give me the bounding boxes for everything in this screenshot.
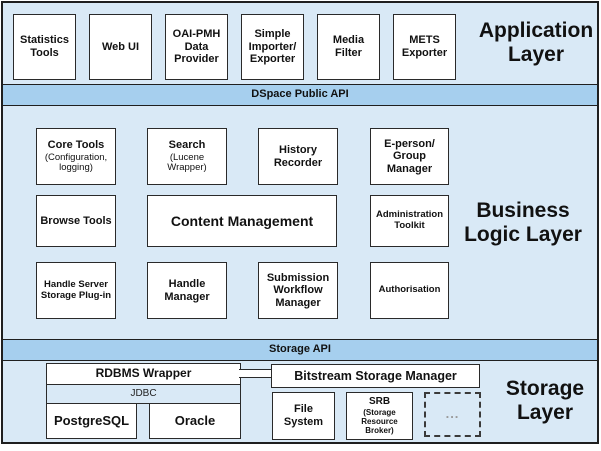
label-line: Application (478, 19, 594, 42)
label-line: Layer (516, 400, 574, 424)
box-label: Oracle (174, 412, 216, 428)
box-oai-pmh-data-provider: OAI-PMH Data Provider (165, 14, 228, 80)
box-eperson-group-manager: E-person/ Group Manager (370, 128, 449, 185)
box-administration-toolkit: Administration Toolkit (370, 195, 449, 247)
box-label: Submission Workflow Manager (266, 271, 330, 309)
application-boxes-row: Statistics Tools Web UI OAI-PMH Data Pro… (13, 14, 456, 80)
storage-layer-label: Storage Layer (490, 377, 600, 425)
label-line: Business (476, 199, 570, 222)
dspace-public-api-bar: DSpace Public API (3, 84, 597, 106)
label-line: Layer (507, 42, 565, 66)
box-submission-workflow-manager: Submission Workflow Manager (258, 262, 338, 319)
box-label: RDBMS Wrapper (95, 366, 192, 381)
box-label: Simple Importer/ Exporter (248, 28, 297, 66)
box-label: Content Management (170, 212, 314, 229)
box-subtitle: (Configuration, logging) (44, 151, 108, 174)
storage-layer-section: RDBMS Wrapper JDBC PostgreSQL Oracle Bit… (3, 361, 597, 442)
box-srb: SRB (Storage Resource Broker) (346, 392, 413, 440)
box-label: Authorisation (378, 284, 441, 296)
box-browse-tools: Browse Tools (36, 195, 116, 247)
box-label: PostgreSQL (53, 412, 130, 428)
box-subtitle: (Storage Resource Broker) (361, 407, 398, 435)
box-label: Bitstream Storage Manager (294, 368, 457, 383)
box-label: Media Filter (332, 34, 365, 59)
box-subtitle: (Lucene Wrapper) (167, 151, 207, 174)
box-label: Handle Manager (164, 277, 210, 303)
rdbms-bitstream-connector (239, 369, 272, 378)
box-label: METS Exporter (401, 34, 448, 59)
box-statistics-tools: Statistics Tools (13, 14, 76, 80)
application-layer-label: Application Layer (471, 19, 601, 67)
box-oracle: Oracle (149, 403, 241, 439)
box-other-storage-placeholder: ... (424, 392, 481, 437)
box-rdbms-wrapper: RDBMS Wrapper (46, 363, 241, 385)
box-file-system: File System (272, 392, 335, 440)
box-bitstream-storage-manager: Bitstream Storage Manager (271, 364, 480, 388)
box-label: Administration Toolkit (375, 209, 444, 231)
rdbms-stack: RDBMS Wrapper JDBC PostgreSQL Oracle (46, 363, 241, 439)
box-label: JDBC (130, 388, 157, 400)
box-search: Search (Lucene Wrapper) (147, 128, 227, 185)
label-line: Storage (505, 377, 585, 400)
box-label: OAI-PMH Data Provider (172, 28, 221, 66)
box-content-management: Content Management (147, 195, 337, 247)
box-core-tools: Core Tools (Configuration, logging) (36, 128, 116, 185)
box-mets-exporter: METS Exporter (393, 14, 456, 80)
box-label: E-person/ Group Manager (384, 137, 435, 175)
box-simple-importer-exporter: Simple Importer/ Exporter (241, 14, 304, 80)
database-row: PostgreSQL Oracle (46, 403, 241, 439)
box-label: File System (283, 403, 324, 428)
box-title: Core Tools (47, 139, 105, 152)
box-authorisation: Authorisation (370, 262, 449, 319)
label-line: Logic Layer (464, 222, 582, 246)
box-label: History Recorder (273, 143, 323, 169)
box-label: Handle Server Storage Plug-in (40, 278, 112, 301)
box-label: Statistics Tools (20, 34, 69, 59)
box-title: SRB (368, 396, 391, 408)
box-label: Web UI (101, 40, 140, 53)
box-media-filter: Media Filter (317, 14, 380, 80)
application-layer-section: Statistics Tools Web UI OAI-PMH Data Pro… (3, 3, 597, 84)
storage-api-bar: Storage API (3, 339, 597, 361)
box-label: Browse Tools (40, 214, 112, 227)
business-logic-layer-section: Core Tools (Configuration, logging) Sear… (3, 106, 597, 339)
box-handle-server-storage-plugin: Handle Server Storage Plug-in (36, 262, 116, 319)
box-postgresql: PostgreSQL (46, 403, 137, 439)
box-handle-manager: Handle Manager (147, 262, 227, 319)
box-web-ui: Web UI (89, 14, 152, 80)
box-title: Search (168, 139, 206, 152)
ellipsis-label: ... (445, 406, 460, 422)
box-jdbc: JDBC (46, 384, 241, 404)
business-logic-layer-label: Business Logic Layer (443, 199, 601, 247)
dspace-architecture-diagram: Statistics Tools Web UI OAI-PMH Data Pro… (1, 1, 599, 444)
box-history-recorder: History Recorder (258, 128, 338, 185)
